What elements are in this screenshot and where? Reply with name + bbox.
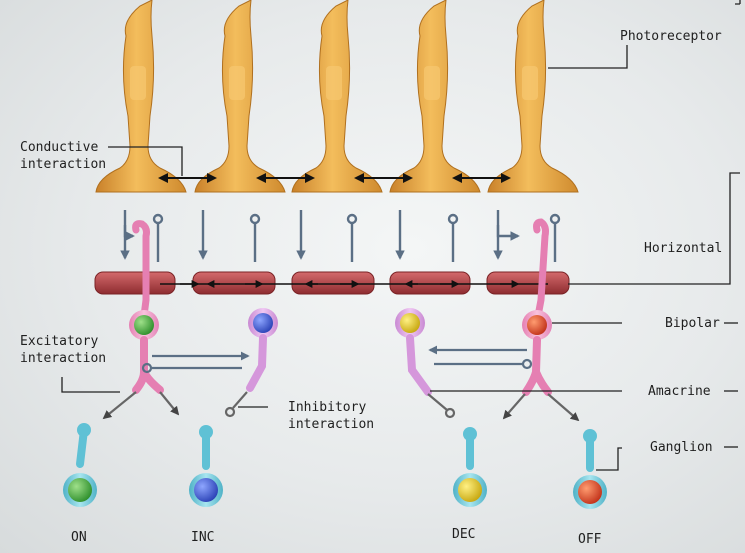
label-bipolar: Bipolar (665, 315, 720, 332)
label-amacrine: Amacrine (648, 383, 711, 400)
amacrine-left (248, 308, 278, 388)
label-photoreceptor: Photoreceptor (620, 28, 722, 45)
ganglion-on (63, 423, 97, 507)
amacrine-right (395, 308, 428, 392)
label-horizontal: Horizontal (644, 240, 722, 257)
label-ganglion: Ganglion (650, 439, 713, 456)
lateral-arrows (143, 350, 531, 372)
label-excitatory-text: Excitatory interaction (20, 334, 106, 366)
label-conductive-interaction: Conductive interaction (20, 139, 106, 173)
ganglion-inc (189, 425, 223, 507)
ganglion-dec (453, 427, 487, 507)
label-conductive-text: Conductive interaction (20, 140, 106, 172)
photoreceptor-row (96, 0, 578, 192)
label-on: ON (71, 529, 87, 546)
horizontal-cells (95, 272, 569, 294)
label-excitatory-interaction: Excitatory interaction (20, 333, 106, 367)
label-inhibitory-interaction: Inhibitory interaction (288, 399, 374, 433)
label-inhibitory-text: Inhibitory interaction (288, 400, 374, 432)
ganglion-off (573, 429, 607, 509)
label-dec: DEC (452, 526, 475, 543)
label-inc: INC (191, 529, 214, 546)
label-off: OFF (578, 531, 601, 548)
bipolar-right (522, 222, 552, 392)
vertical-synapses (125, 210, 559, 262)
